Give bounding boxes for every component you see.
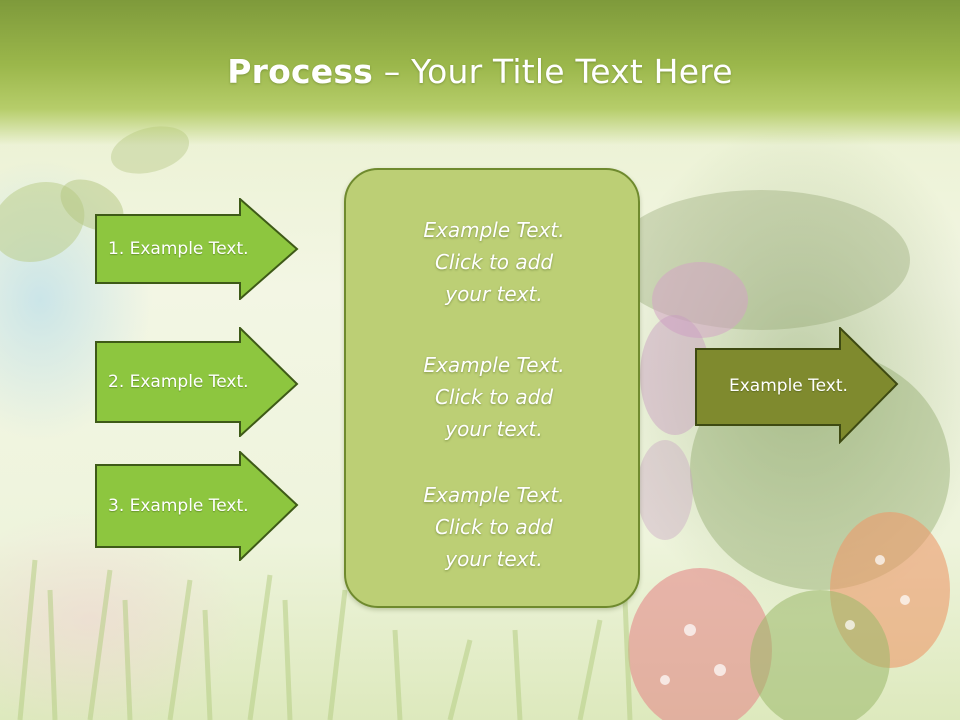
arrow-label: 3. Example Text.	[108, 496, 249, 516]
text-line: your text.	[445, 417, 543, 441]
arrow-shape	[95, 451, 299, 561]
process-arrow-2[interactable]: 2. Example Text.	[95, 327, 299, 437]
title-bold: Process	[227, 52, 374, 91]
process-arrow-1[interactable]: 1. Example Text.	[95, 198, 299, 300]
title-rest: – Your Title Text Here	[373, 52, 733, 91]
text-line: your text.	[445, 547, 543, 571]
text-block-3: Example Text. Click to add your text.	[346, 479, 642, 575]
text-line: Click to add	[434, 385, 554, 409]
text-line: Example Text.	[423, 483, 565, 507]
arrow-label: Example Text.	[729, 375, 848, 396]
text-block-1: Example Text. Click to add your text.	[346, 214, 642, 310]
center-text-box[interactable]: Example Text. Click to add your text. Ex…	[344, 168, 640, 608]
arrow-shape	[95, 327, 299, 437]
text-line: Example Text.	[423, 218, 565, 242]
text-line: your text.	[445, 282, 543, 306]
text-line: Example Text.	[423, 353, 565, 377]
arrow-label: 2. Example Text.	[108, 372, 249, 392]
text-line: Click to add	[434, 250, 554, 274]
text-block-2: Example Text. Click to add your text.	[346, 349, 642, 445]
text-line: Click to add	[434, 515, 554, 539]
process-arrow-3[interactable]: 3. Example Text.	[95, 451, 299, 561]
title-bar	[0, 0, 960, 145]
arrow-shape	[95, 198, 299, 300]
arrow-label: 1. Example Text.	[108, 239, 249, 259]
output-arrow[interactable]: Example Text.	[695, 327, 899, 444]
arrow-shape	[695, 327, 899, 444]
slide-title[interactable]: Process – Your Title Text Here	[0, 52, 960, 91]
